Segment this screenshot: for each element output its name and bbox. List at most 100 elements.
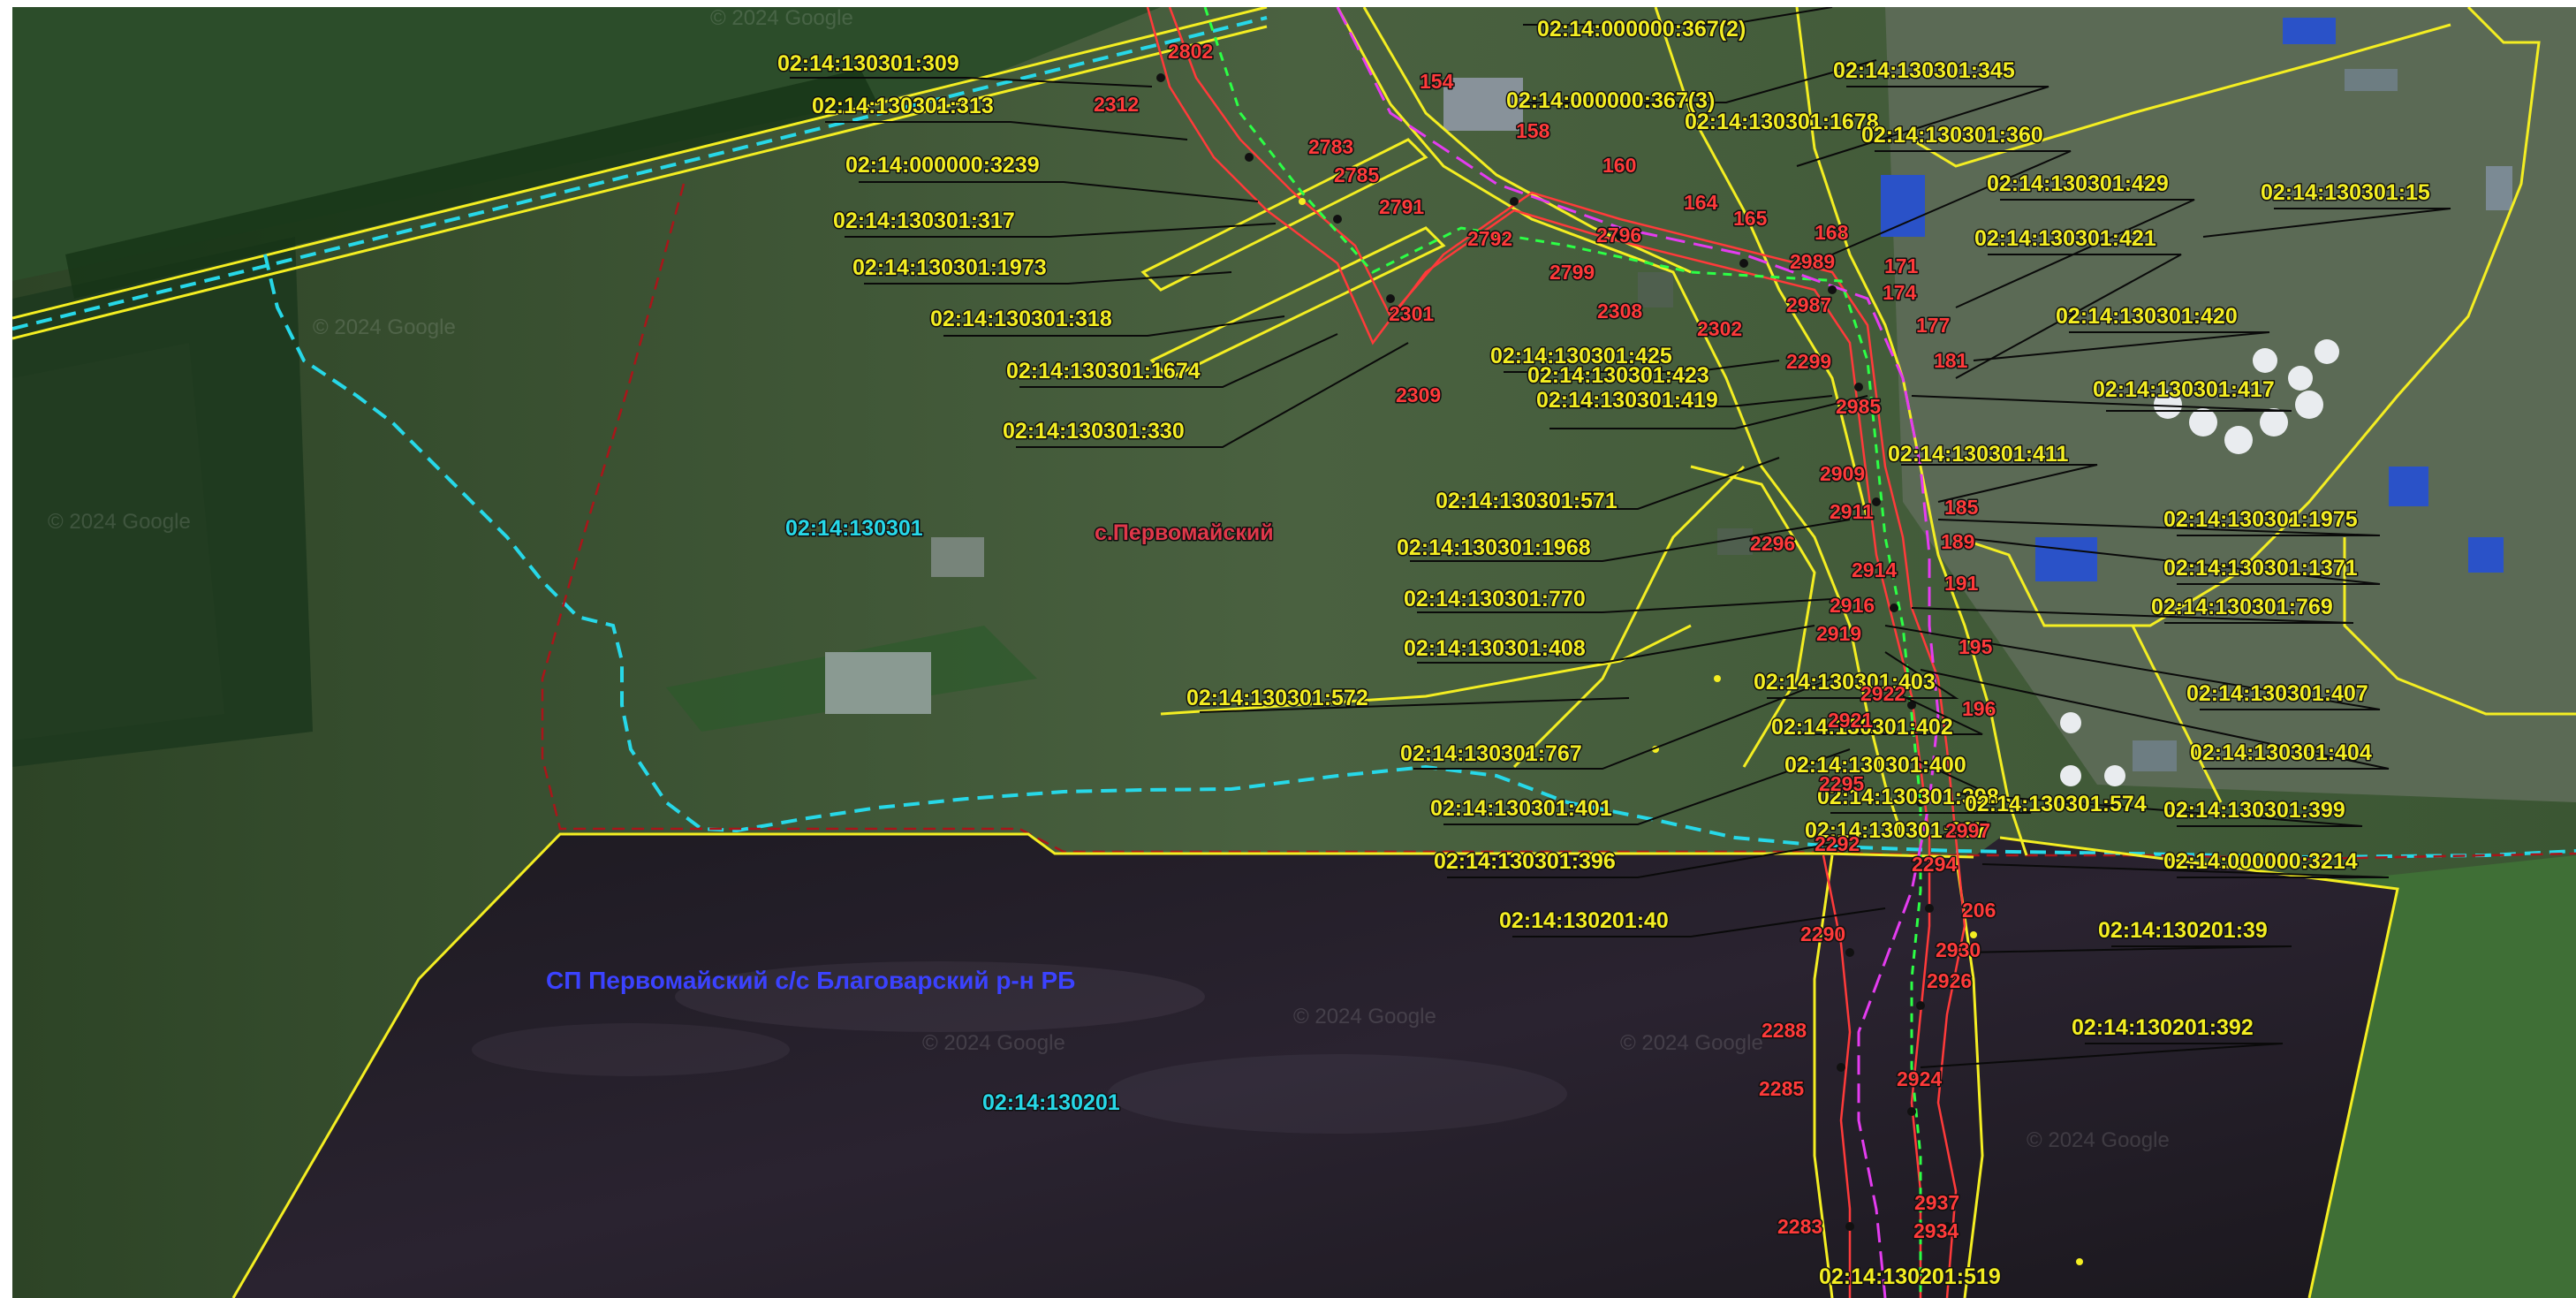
point-number: 154	[1420, 70, 1454, 93]
point-number: 2792	[1467, 227, 1512, 250]
point-number: 2934	[1913, 1219, 1959, 1242]
municipality-label: СП Первомайский с/с Благоварский р-н РБ	[546, 967, 1075, 994]
callout-leader-lines	[790, 7, 2451, 1068]
point-number: 2909	[1820, 462, 1865, 485]
cadastral-labels: 02:14:000000:367(2) 02:14:130301:309 02:…	[777, 16, 2432, 1291]
ploughed-field	[233, 834, 2398, 1298]
cadastral-label: 02:14:130301:1371	[2163, 556, 2358, 581]
cadastral-label: 02:14:130301:407	[2186, 681, 2368, 706]
cadastral-label: 02:14:130301:318	[930, 307, 1112, 331]
cadastral-label: 02:14:130301:403	[1754, 670, 1936, 695]
cadastral-label: 02:14:130301:398	[1817, 785, 1999, 809]
point-number: 2302	[1697, 317, 1742, 340]
railway-corridor	[12, 7, 1268, 340]
point-number: 189	[1941, 530, 1974, 553]
cadastral-label: 02:14:130301:421	[1974, 226, 2156, 251]
cadastral-label: 02:14:130301:399	[2163, 798, 2345, 823]
point-number: 160	[1602, 154, 1636, 177]
point-number: 181	[1934, 349, 1968, 372]
point-number: 2294	[1912, 853, 1957, 876]
industrial-buildings	[825, 18, 2512, 771]
cadastral-map: © 2024 Google © 2024 Google © 2024 Googl…	[12, 7, 2576, 1298]
field-glare-1	[675, 961, 1205, 1032]
point-number: 2290	[1800, 922, 1845, 945]
map-viewport[interactable]: © 2024 Google © 2024 Google © 2024 Googl…	[12, 7, 2576, 1298]
cadastral-label: 02:14:130301:15	[2261, 180, 2430, 205]
point-number: 2919	[1816, 622, 1861, 645]
point-number: 165	[1733, 207, 1768, 230]
cadastral-label: 02:14:130201:392	[2072, 1015, 2254, 1040]
cadastral-label: 02:14:130301:401	[1430, 796, 1612, 821]
cadastral-label: 02:14:130301:360	[1861, 123, 2043, 148]
cadastral-label: 02:14:130301:330	[1003, 419, 1185, 444]
cadastral-label: 02:14:130301:769	[2151, 595, 2333, 619]
cadastral-label: 02:14:130301:1968	[1397, 535, 1591, 560]
point-number: 2924	[1897, 1067, 1942, 1090]
point-number: 158	[1516, 119, 1550, 142]
svg-text:© 2024 Google: © 2024 Google	[710, 7, 853, 30]
svg-text:© 2024 Google: © 2024 Google	[313, 315, 456, 339]
cadastral-label: 02:14:130301:400	[1784, 753, 1966, 778]
industrial-zone-ground	[1885, 7, 2576, 802]
tree-belt	[65, 69, 878, 299]
point-number: 2288	[1762, 1019, 1807, 1042]
cadastral-label: 02:14:130301:404	[2190, 740, 2372, 765]
cadastral-label: 02:14:000000:3214	[2163, 849, 2358, 874]
svg-text:© 2024 Google: © 2024 Google	[1293, 1005, 1436, 1029]
cadastral-label: 02:14:130301:429	[1987, 171, 2169, 196]
left-dark-field-2	[12, 343, 224, 740]
point-number: 2309	[1396, 383, 1441, 406]
point-number: 2783	[1308, 135, 1353, 158]
point-number: 164	[1684, 191, 1718, 214]
cadastral-label: 02:14:130301:408	[1404, 636, 1586, 661]
point-number: 2921	[1828, 709, 1873, 732]
point-number: 2312	[1094, 93, 1139, 116]
point-number: 195	[1959, 635, 1993, 658]
point-number: 2922	[1860, 682, 1905, 705]
point-number: 2916	[1830, 594, 1875, 617]
point-number: 2930	[1936, 938, 1981, 961]
point-number: 2785	[1334, 163, 1379, 186]
settlement-label: с.Первомайский	[1095, 520, 1274, 545]
point-number: 191	[1944, 572, 1979, 595]
point-number: 2296	[1750, 532, 1795, 555]
point-number: 2997	[1945, 819, 1990, 842]
point-number: 2796	[1596, 224, 1641, 247]
point-number: 177	[1916, 314, 1950, 337]
cadastral-label: 02:14:000000:3239	[845, 153, 1040, 178]
point-number: 2799	[1549, 261, 1595, 284]
cadastral-label: 02:14:130201:40	[1499, 908, 1669, 933]
cadastral-label: 02:14:130301:1678	[1685, 110, 1879, 134]
cadastral-label: 02:14:000000:367(3)	[1506, 88, 1715, 113]
cadastral-label: 02:14:130301:571	[1436, 489, 1618, 513]
axis-line-magenta	[1336, 7, 1940, 1298]
point-number: 2791	[1379, 195, 1424, 218]
cadastral-label: 02:14:130301:309	[777, 51, 959, 76]
point-number: 2299	[1786, 350, 1831, 373]
point-number: 2987	[1786, 293, 1831, 316]
settlement-boundary-red	[541, 183, 2576, 861]
cadastral-label: 02:14:130301:423	[1527, 363, 1709, 388]
storage-tanks	[2060, 339, 2339, 786]
point-number: 2308	[1597, 300, 1642, 323]
field-glare-2	[1108, 1054, 1567, 1134]
point-number: 2295	[1819, 772, 1864, 795]
point-number: 185	[1944, 496, 1979, 519]
point-number: 171	[1884, 254, 1919, 277]
point-number: 2283	[1777, 1215, 1822, 1238]
cadastral-label: 02:14:130301:767	[1400, 741, 1582, 766]
cadastral-label: 02:14:130201:39	[2098, 918, 2268, 943]
point-number: 2926	[1927, 969, 1972, 992]
cadastral-label: 02:14:130301:572	[1186, 686, 1368, 710]
point-number: 2937	[1914, 1191, 1959, 1214]
svg-text:© 2024 Google: © 2024 Google	[922, 1031, 1065, 1055]
point-number: 2285	[1759, 1077, 1804, 1100]
axis-line-green	[1203, 7, 1922, 1298]
cadastral-label: 02:14:130301:317	[833, 209, 1015, 233]
point-number: 206	[1962, 899, 1996, 922]
quarter-boundary-cyan	[263, 254, 2576, 860]
point-number: 174	[1883, 281, 1917, 304]
cadastral-label: 02:14:130301:396	[1434, 849, 1616, 874]
point-number: 2292	[1815, 832, 1860, 855]
point-number: 2985	[1836, 395, 1881, 418]
